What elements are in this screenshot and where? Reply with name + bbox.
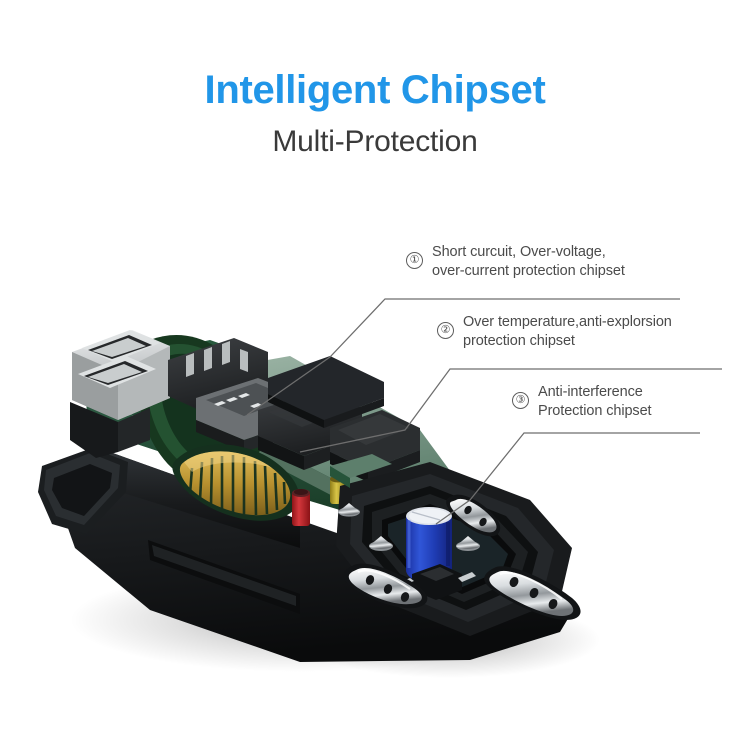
page-title: Intelligent Chipset	[204, 68, 546, 112]
smd-component	[400, 564, 476, 600]
usb-port-upper	[82, 330, 160, 362]
callout-3-number: ③	[512, 392, 529, 409]
shielding-bar	[268, 356, 384, 428]
callout-1: ① Short curcuit, Over-voltage, over-curr…	[406, 243, 625, 281]
leader-line-2	[299, 368, 722, 453]
callout-2-text: Over temperature,anti-explorsion protect…	[463, 314, 672, 350]
rivet	[338, 503, 360, 517]
page-subtitle: Multi-Protection	[272, 124, 478, 158]
heading-block: Intelligent Chipset Multi-Protection	[0, 68, 750, 159]
usb-port-lower	[78, 356, 156, 388]
callout-2: ② Over temperature,anti-explorsion prote…	[437, 313, 672, 351]
pcb-fragment	[330, 454, 392, 488]
callout-1-number: ①	[406, 252, 423, 269]
leader-line-1	[246, 298, 680, 416]
tray-rivets	[338, 503, 480, 551]
spring-contact-right	[484, 566, 581, 620]
chipset-3	[330, 410, 420, 482]
rivet	[456, 536, 480, 551]
toroidal-coil	[172, 444, 300, 521]
callout-3: ③ Anti-interference Protection chipset	[512, 383, 652, 421]
capacitor-red	[292, 489, 310, 526]
callout-3-text: Anti-interference Protection chipset	[538, 384, 652, 420]
usb-ports	[70, 330, 170, 458]
rivet	[369, 536, 393, 551]
spring-contact-top	[446, 494, 501, 537]
spring-contact-left	[343, 563, 428, 609]
callout-2-number: ②	[437, 322, 454, 339]
callout-1-text: Short curcuit, Over-voltage, over-curren…	[432, 244, 625, 280]
leader-line-3	[435, 432, 700, 525]
